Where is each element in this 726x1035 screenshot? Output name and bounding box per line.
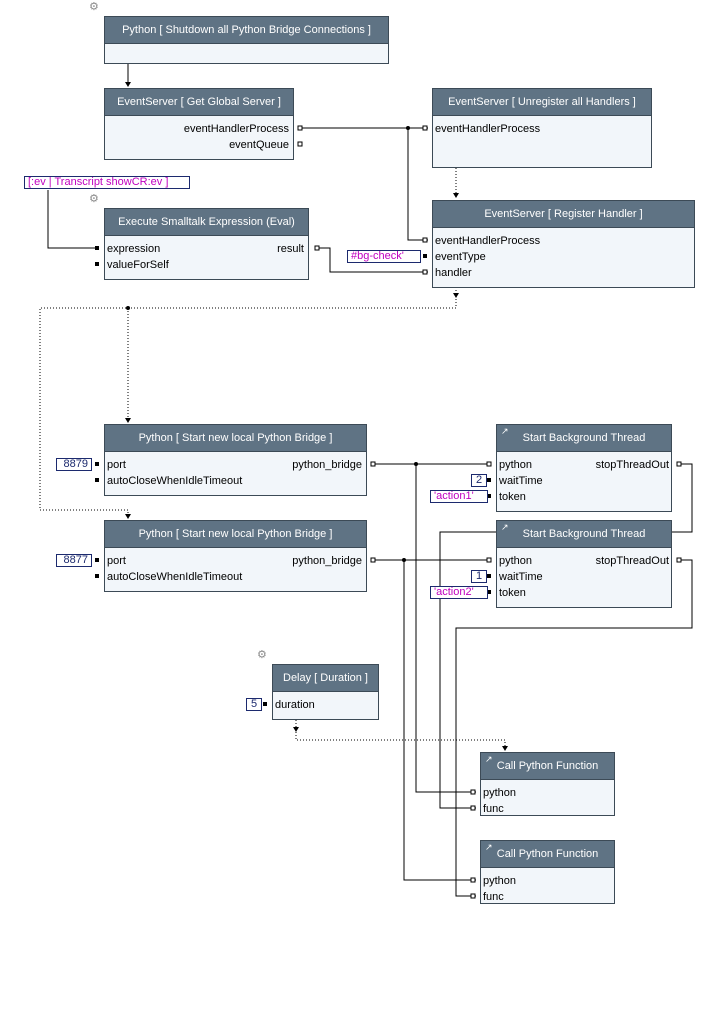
port-event-type[interactable]: eventType bbox=[435, 251, 486, 263]
port-token[interactable]: token bbox=[499, 587, 526, 599]
token-constant-2[interactable]: 'action2' bbox=[430, 586, 488, 599]
port-result[interactable]: result bbox=[277, 243, 304, 255]
token-constant-1[interactable]: 'action1' bbox=[430, 490, 488, 503]
node-title: EventServer [ Unregister all Handlers ] bbox=[433, 89, 651, 116]
node-title: Python [ Start new local Python Bridge ] bbox=[105, 521, 366, 548]
port-event-queue[interactable]: eventQueue bbox=[229, 139, 289, 151]
node-title: ↗ Start Background Thread bbox=[497, 521, 671, 548]
port-event-handler-process[interactable]: eventHandlerProcess bbox=[435, 235, 541, 247]
eval-node[interactable]: Execute Smalltalk Expression (Eval) expr… bbox=[104, 208, 309, 280]
wait-time-constant-1[interactable]: 2 bbox=[471, 474, 487, 487]
port-func[interactable]: func bbox=[483, 803, 504, 815]
node-title: ↗ Call Python Function bbox=[481, 841, 614, 868]
port-value-for-self[interactable]: valueForSelf bbox=[107, 259, 169, 271]
port-constant-1[interactable]: 8879 bbox=[56, 458, 92, 471]
background-thread-node-2[interactable]: ↗ Start Background Thread python waitTim… bbox=[496, 520, 672, 608]
node-title: ↗ Call Python Function bbox=[481, 753, 614, 780]
port-handler[interactable]: handler bbox=[435, 267, 472, 279]
node-title-text: Start Background Thread bbox=[522, 528, 646, 540]
unregister-handlers-node[interactable]: EventServer [ Unregister all Handlers ] … bbox=[432, 88, 652, 168]
port-event-handler-process[interactable]: eventHandlerProcess bbox=[435, 123, 541, 135]
arrow-icon: ↗ bbox=[485, 842, 493, 852]
delay-node[interactable]: Delay [ Duration ] duration bbox=[272, 664, 379, 720]
shutdown-node[interactable]: Python [ Shutdown all Python Bridge Conn… bbox=[104, 16, 389, 64]
node-title: EventServer [ Get Global Server ] bbox=[105, 89, 293, 116]
get-global-server-node[interactable]: EventServer [ Get Global Server ] eventH… bbox=[104, 88, 294, 160]
port-expression[interactable]: expression bbox=[107, 243, 161, 255]
event-type-constant[interactable]: #bg-check' bbox=[347, 250, 421, 263]
node-title: ↗ Start Background Thread bbox=[497, 425, 671, 452]
port-stop-thread-out[interactable]: stopThreadOut bbox=[595, 459, 669, 471]
node-title-text: Call Python Function bbox=[496, 848, 599, 860]
port-python[interactable]: python bbox=[499, 555, 533, 567]
node-title: EventServer [ Register Handler ] bbox=[433, 201, 694, 228]
gear-icon: ⚙ bbox=[89, 193, 99, 205]
node-title: Python [ Shutdown all Python Bridge Conn… bbox=[105, 17, 388, 44]
port-port[interactable]: port bbox=[107, 459, 126, 471]
register-handler-node[interactable]: EventServer [ Register Handler ] eventHa… bbox=[432, 200, 695, 288]
python-bridge-node-2[interactable]: Python [ Start new local Python Bridge ]… bbox=[104, 520, 367, 592]
port-event-handler-process[interactable]: eventHandlerProcess bbox=[183, 123, 289, 135]
block-constant[interactable]: [:ev | Transcript showCR:ev ] bbox=[24, 176, 190, 189]
gear-icon: ⚙ bbox=[89, 1, 99, 13]
node-title-text: Call Python Function bbox=[496, 760, 599, 772]
node-title: Python [ Start new local Python Bridge ] bbox=[105, 425, 366, 452]
port-python-bridge[interactable]: python_bridge bbox=[292, 459, 362, 471]
node-title: Delay [ Duration ] bbox=[273, 665, 378, 692]
call-python-function-node-1[interactable]: ↗ Call Python Function python func bbox=[480, 752, 615, 816]
arrow-icon: ↗ bbox=[501, 426, 509, 436]
port-auto-close[interactable]: autoCloseWhenIdleTimeout bbox=[107, 475, 243, 487]
arrow-icon: ↗ bbox=[485, 754, 493, 764]
port-python[interactable]: python bbox=[483, 875, 517, 887]
port-python[interactable]: python bbox=[483, 787, 517, 799]
port-duration[interactable]: duration bbox=[275, 699, 315, 711]
duration-constant[interactable]: 5 bbox=[246, 698, 262, 711]
call-python-function-node-2[interactable]: ↗ Call Python Function python func bbox=[480, 840, 615, 904]
gear-icon: ⚙ bbox=[257, 649, 267, 661]
arrow-icon: ↗ bbox=[501, 522, 509, 532]
port-port[interactable]: port bbox=[107, 555, 126, 567]
port-token[interactable]: token bbox=[499, 491, 526, 503]
node-title-text: Start Background Thread bbox=[522, 432, 646, 444]
port-func[interactable]: func bbox=[483, 891, 504, 903]
node-title: Execute Smalltalk Expression (Eval) bbox=[105, 209, 308, 236]
port-wait-time[interactable]: waitTime bbox=[499, 475, 543, 487]
wait-time-constant-2[interactable]: 1 bbox=[471, 570, 487, 583]
port-auto-close[interactable]: autoCloseWhenIdleTimeout bbox=[107, 571, 243, 583]
port-python-bridge[interactable]: python_bridge bbox=[292, 555, 362, 567]
port-stop-thread-out[interactable]: stopThreadOut bbox=[595, 555, 669, 567]
python-bridge-node-1[interactable]: Python [ Start new local Python Bridge ]… bbox=[104, 424, 367, 496]
port-python[interactable]: python bbox=[499, 459, 533, 471]
port-wait-time[interactable]: waitTime bbox=[499, 571, 543, 583]
background-thread-node-1[interactable]: ↗ Start Background Thread python waitTim… bbox=[496, 424, 672, 512]
port-constant-2[interactable]: 8877 bbox=[56, 554, 92, 567]
